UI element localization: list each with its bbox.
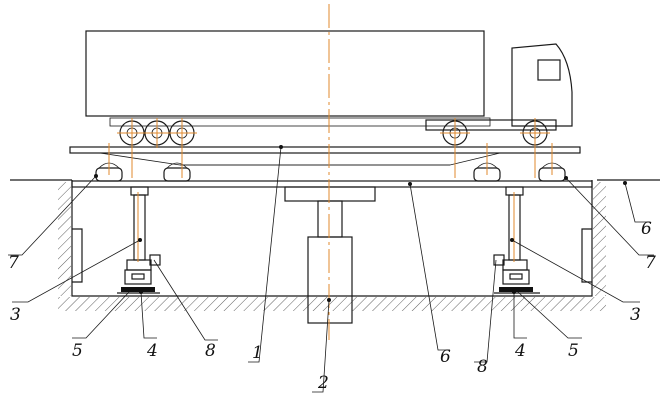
lower-platform bbox=[71, 180, 593, 188]
truck bbox=[85, 30, 573, 178]
callout-7-right: 7 bbox=[645, 253, 656, 273]
callout-6-mid: 6 bbox=[440, 347, 451, 367]
callout-1: 1 bbox=[252, 343, 263, 363]
callout-4-right: 4 bbox=[514, 341, 526, 361]
weighing-platform bbox=[69, 146, 581, 166]
callout-5-left: 5 bbox=[72, 341, 83, 361]
foot-left-2 bbox=[163, 162, 191, 182]
callout-leaders bbox=[8, 145, 654, 393]
support-feet bbox=[95, 162, 566, 182]
load-cell-right bbox=[493, 186, 540, 294]
callout-8-left: 8 bbox=[205, 341, 216, 361]
foundation-pit bbox=[10, 179, 660, 311]
callout-8-right: 8 bbox=[477, 357, 488, 377]
load-cell-left bbox=[117, 186, 161, 294]
callout-6-right: 6 bbox=[641, 219, 652, 239]
callout-4-left: 4 bbox=[146, 341, 158, 361]
callout-5-right: 5 bbox=[568, 341, 579, 361]
callout-3-right: 3 bbox=[630, 305, 641, 325]
central-cylinder bbox=[284, 186, 376, 324]
callout-7-left: 7 bbox=[8, 253, 19, 273]
callout-3-left: 3 bbox=[10, 305, 21, 325]
callout-2: 2 bbox=[317, 373, 329, 393]
callout-numbers: 1 2 3 3 4 4 5 5 6 6 7 7 8 8 bbox=[8, 219, 656, 393]
